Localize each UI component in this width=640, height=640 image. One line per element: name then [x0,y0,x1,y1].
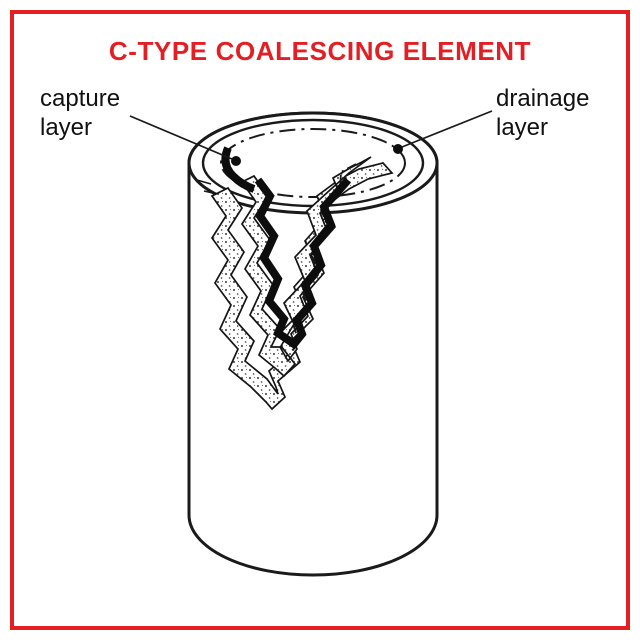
leader-dot-drainage [393,144,403,154]
drainage-layer-label-line2: layer [496,114,549,141]
leader-dot-capture [231,156,241,166]
rim-hatch-tick [203,190,218,195]
capture-layer-label-line2: layer [40,114,93,141]
capture-layer-label: capture layer [40,84,120,142]
capture-layer-label-line1: capture [40,85,121,112]
drainage-layer-label-line1: drainage [496,85,590,112]
capture-layer-band [254,177,352,350]
leader-line-drainage [401,110,493,148]
diagram-title: C-TYPE COALESCING ELEMENT [108,36,532,66]
rim-hatch-tick [196,179,212,185]
fold-dashdot-line [290,163,357,353]
red-border-frame [10,10,630,630]
leader-line-capture [129,115,233,160]
drainage-layer-label: drainage layer [496,84,589,142]
